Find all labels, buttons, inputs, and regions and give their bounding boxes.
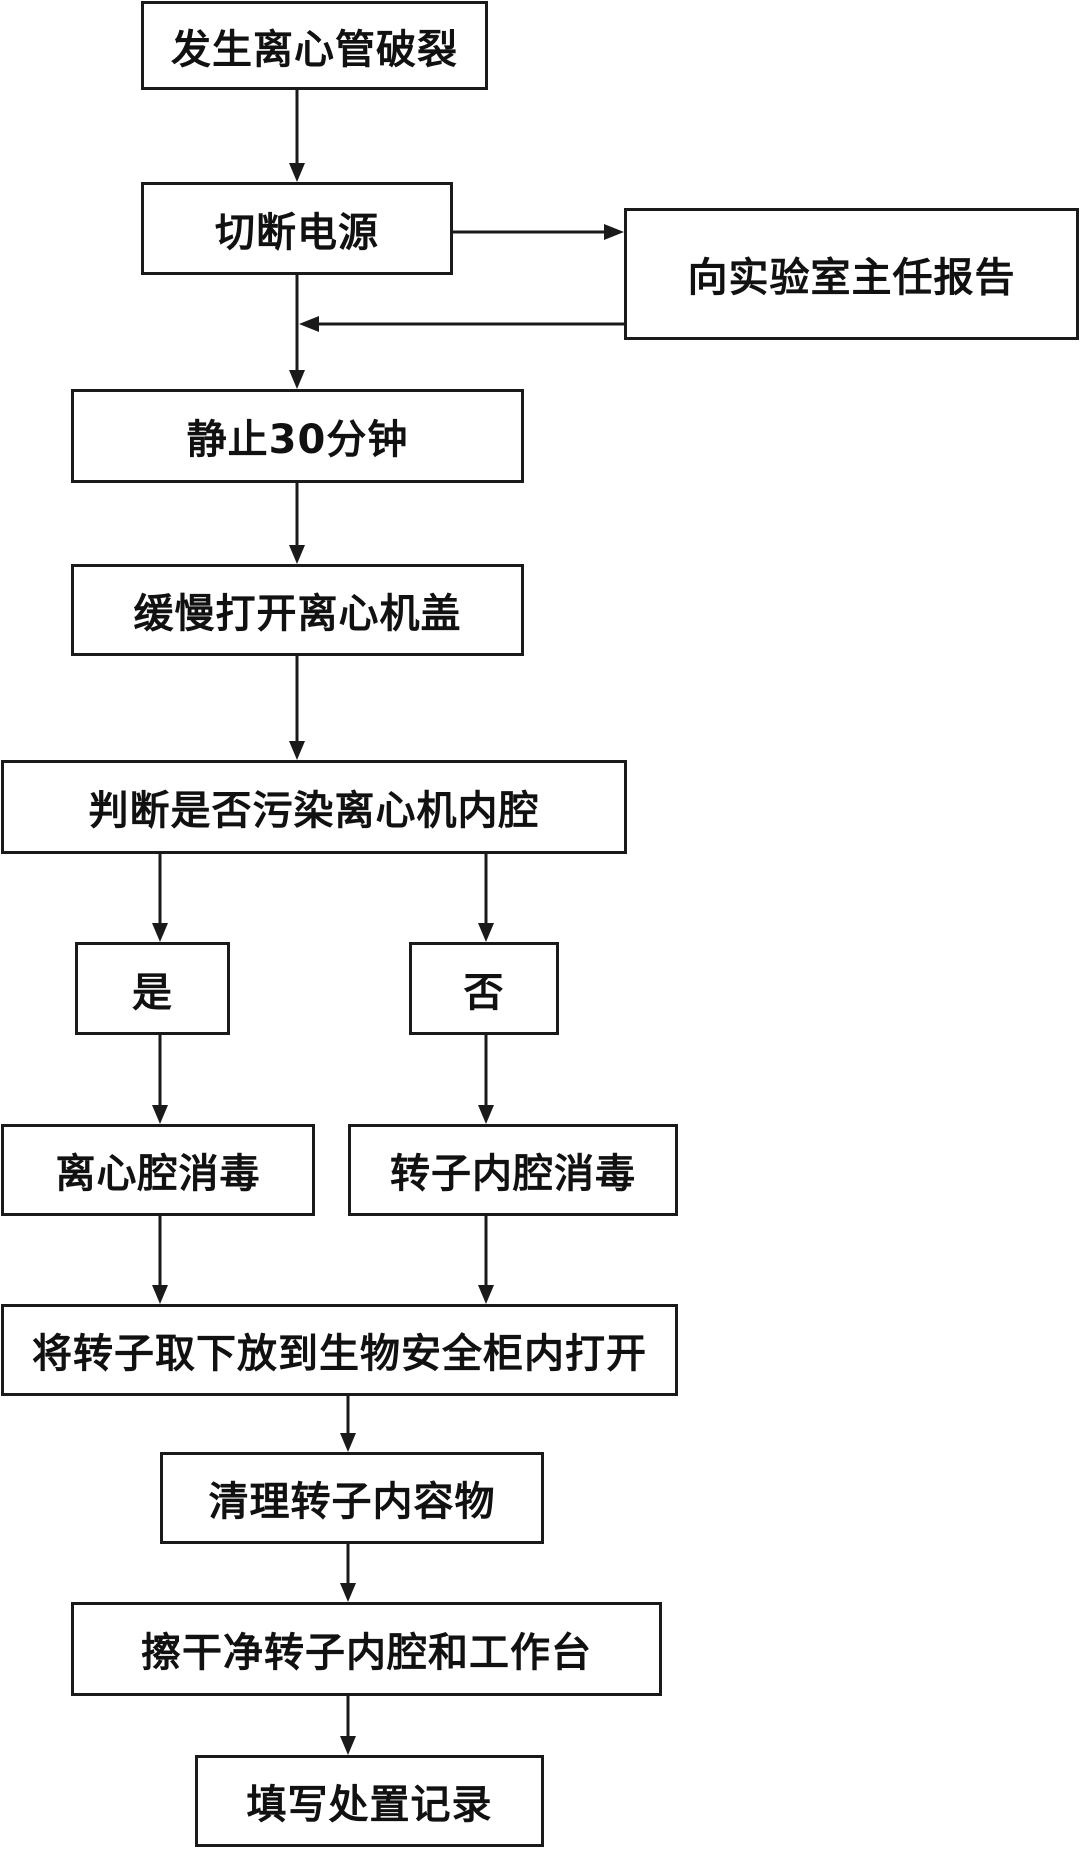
step-stand-30-minutes: 静止30分钟 <box>71 389 524 483</box>
arrow-disinfect-rotor-to-bsc <box>478 1216 494 1304</box>
step-centrifuge-tube-break: 发生离心管破裂 <box>141 1 488 90</box>
step-check-contamination: 判断是否污染离心机内腔 <box>1 760 627 854</box>
arrow-wipe-to-fill-record <box>340 1696 356 1755</box>
decision-no: 否 <box>409 942 559 1035</box>
arrow-check-to-no <box>478 854 494 942</box>
arrow-no-to-disinfect-rotor <box>478 1035 494 1124</box>
arrow-cut-power-to-report <box>453 224 624 240</box>
step-report-to-lab-director: 向实验室主任报告 <box>624 208 1079 340</box>
step-open-lid-slowly: 缓慢打开离心机盖 <box>71 564 524 656</box>
arrow-disinfect-chamber-to-bsc <box>152 1216 168 1304</box>
arrow-clean-rotor-to-wipe <box>340 1544 356 1602</box>
arrow-yes-to-disinfect-chamber <box>152 1035 168 1124</box>
step-move-rotor-to-bsc: 将转子取下放到生物安全柜内打开 <box>1 1304 678 1396</box>
step-clean-rotor-contents: 清理转子内容物 <box>160 1452 544 1544</box>
arrow-cut-power-to-stand <box>289 275 305 389</box>
step-disinfect-rotor-chamber: 转子内腔消毒 <box>348 1124 678 1216</box>
arrow-bsc-to-clean-rotor <box>340 1396 356 1452</box>
decision-yes: 是 <box>75 942 230 1035</box>
arrow-stand-to-open-lid <box>289 483 305 564</box>
arrow-tube-break-to-cut-power <box>289 90 305 182</box>
arrow-report-to-main-line <box>299 316 624 332</box>
step-disinfect-chamber: 离心腔消毒 <box>1 1124 315 1216</box>
step-wipe-rotor-and-bench: 擦干净转子内腔和工作台 <box>71 1602 662 1696</box>
arrow-open-lid-to-check <box>289 656 305 760</box>
step-fill-disposal-record: 填写处置记录 <box>195 1755 544 1847</box>
step-cut-power: 切断电源 <box>141 182 453 275</box>
arrow-check-to-yes <box>152 854 168 942</box>
